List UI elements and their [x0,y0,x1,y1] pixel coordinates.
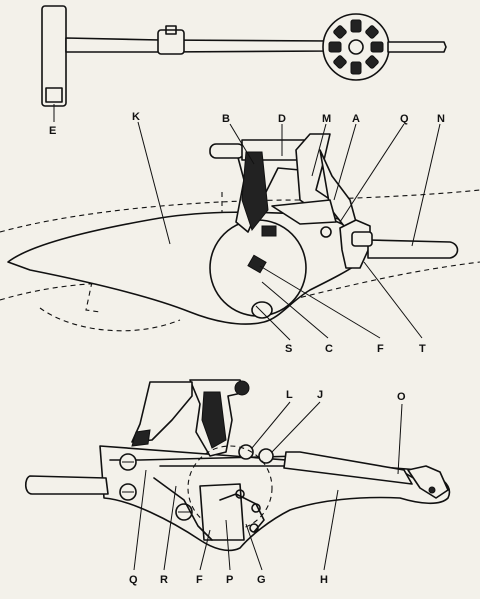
dog-head-screw [209,143,245,159]
leader-K [137,121,171,245]
label-C: C [325,343,333,355]
interior-trigger-bar [24,475,109,495]
mainspring-hook [407,465,449,499]
label-Q-bottom: Q [129,574,138,586]
screw-L [238,444,254,460]
label-N: N [437,113,445,125]
pan-cover-stud [261,225,277,237]
label-J: J [317,389,323,401]
label-K: K [132,111,140,123]
label-F-middle: F [377,343,384,355]
leader-L [251,401,291,449]
label-B: B [222,113,230,125]
leader-O [397,403,403,475]
leader-Q [339,123,405,223]
stock-outline-upper [0,189,480,233]
lock-exterior-figure: K B D M A Q N S C F T [0,111,480,355]
catch-button [351,231,373,247]
label-D: D [278,113,286,125]
leader-H [323,489,339,571]
pivot-screw-Q [320,226,332,238]
spanner-collar-top [165,25,177,35]
trigger-guard-outline [39,307,181,332]
interior-dog-arm [131,381,193,443]
leader-J [271,401,321,453]
label-P: P [226,574,233,586]
leader-S [255,305,291,341]
leader-N [411,123,441,247]
label-A: A [352,113,360,125]
leader-F-bottom [199,529,211,571]
spanner-tip [387,41,447,53]
label-G: G [257,574,266,586]
interior-lock-plate [99,445,451,552]
leader-M [311,123,327,177]
leader-F-middle [259,265,381,339]
sear-spring [153,477,213,541]
leader-Q-bottom [133,469,147,571]
spanner-socket [45,87,63,103]
label-T: T [419,343,426,355]
trigger-bar-N [367,239,459,259]
spanner-collar [157,29,185,55]
leader-R [163,485,177,571]
leader-G [245,523,263,571]
spanner-key-figure: E [41,5,447,137]
trigger-outline [85,281,101,313]
spanner-wheel-hub [348,39,364,55]
label-M: M [322,113,331,125]
leader-T [363,261,423,339]
sear-block [199,483,245,541]
interior-dog-screw [234,380,250,396]
pyrite-holder [241,151,269,232]
leader-A [333,123,357,201]
label-E-top: E [49,125,56,137]
spanner-shaft [65,37,331,53]
label-H: H [320,574,328,586]
interior-pyrite-holder [201,391,227,449]
leader-P [225,519,231,571]
label-O: O [397,391,406,403]
label-R: R [160,574,168,586]
label-L: L [286,389,293,401]
spanner-wheel-spokes [328,19,384,75]
pan-cover [271,199,337,225]
interior-dog-spring-tip [131,429,151,447]
label-F-bottom: F [196,574,203,586]
label-S: S [285,343,292,355]
mainspring-body [283,451,413,485]
lock-plate [7,211,361,325]
leader-B [229,123,255,165]
screw-J [258,448,274,464]
label-Q-middle: Q [400,113,409,125]
sear-stud [251,301,273,319]
lock-interior-figure: L J O Q R F P G H [24,379,451,586]
leader-C [261,281,329,339]
